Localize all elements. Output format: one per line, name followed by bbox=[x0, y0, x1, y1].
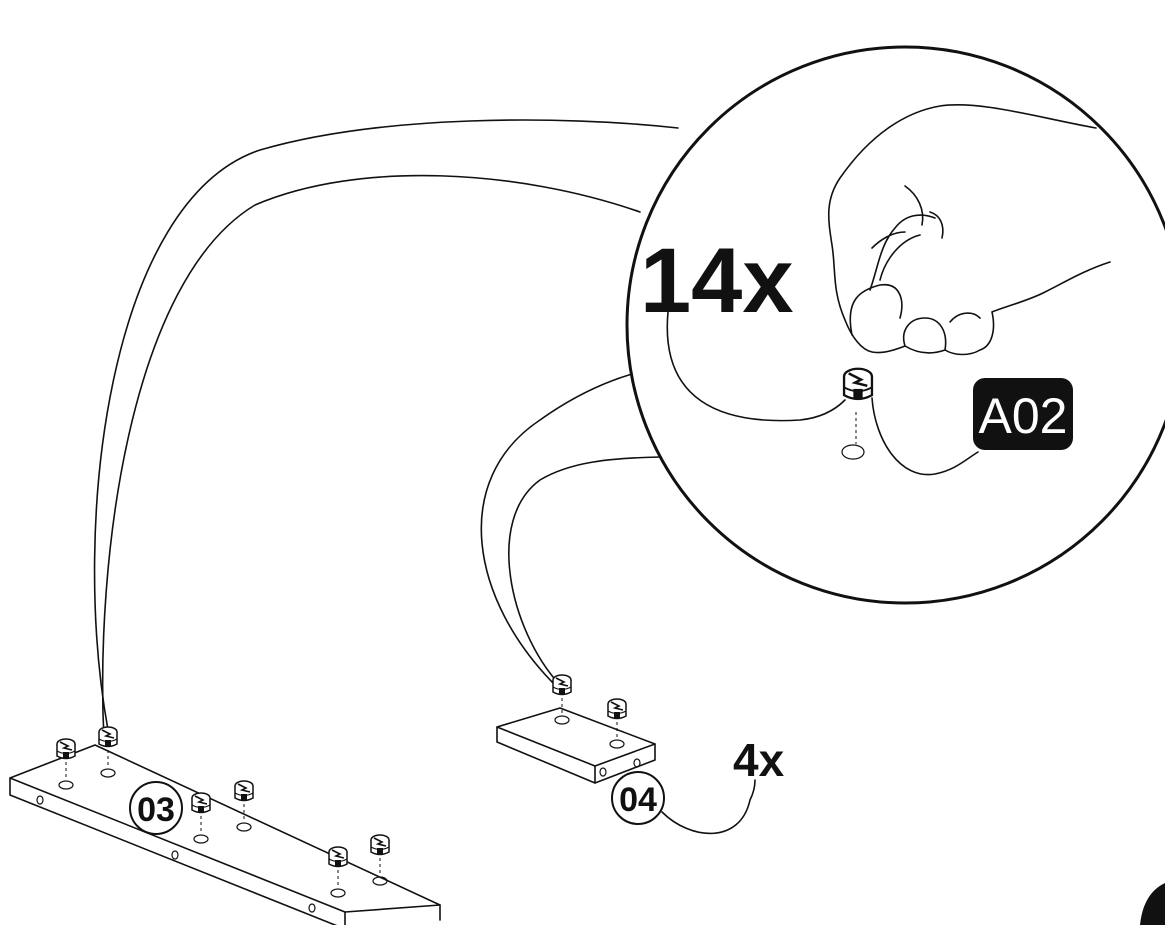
leader-line-quantity bbox=[666, 311, 846, 422]
connector-line-03-inner bbox=[101, 174, 641, 741]
part-code-badge: A02 bbox=[973, 378, 1073, 450]
leader-line-part-code bbox=[871, 397, 979, 476]
detail-quantity: 14x bbox=[640, 230, 794, 332]
corner-glyph-fragment bbox=[1140, 883, 1165, 925]
panel-04-label: 04 bbox=[611, 771, 665, 825]
connector-line-04-outer bbox=[480, 373, 633, 687]
hand-icon bbox=[827, 104, 1111, 356]
cam-lock-nut-icon bbox=[842, 367, 874, 401]
detail-circle bbox=[625, 45, 1165, 605]
panel-04 bbox=[496, 707, 656, 784]
connector-line-03-outer bbox=[93, 119, 679, 731]
leader-line-panel-04 bbox=[661, 779, 756, 835]
panel-03-cam-locks bbox=[56, 726, 390, 888]
panel-03-label: 03 bbox=[129, 781, 183, 835]
panel-04-label-text: 04 bbox=[619, 781, 657, 819]
panel-04-cam-locks bbox=[552, 674, 627, 738]
panel-04-quantity: 4x bbox=[733, 734, 785, 786]
panel-03-label-text: 03 bbox=[137, 791, 175, 829]
connector-line-04-inner bbox=[508, 456, 661, 685]
detail-hole bbox=[841, 444, 865, 460]
part-code-label: A02 bbox=[979, 388, 1068, 444]
